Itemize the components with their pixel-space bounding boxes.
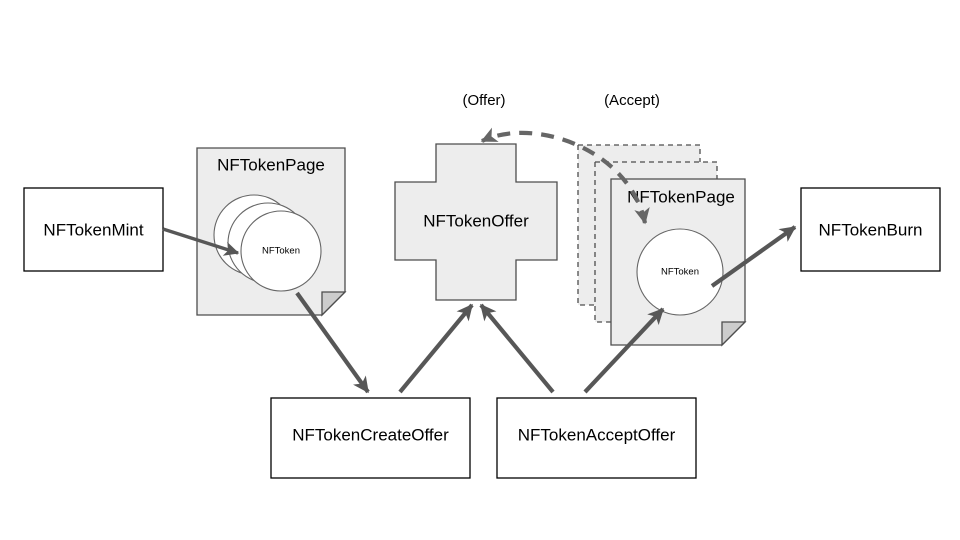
left-token-label: NFToken bbox=[262, 246, 300, 257]
burn-node: NFTokenBurn bbox=[800, 187, 941, 272]
edge-label-accept: (Accept) bbox=[604, 92, 660, 109]
burn-box bbox=[800, 187, 941, 272]
edge-accept-offer-to-offer bbox=[479, 303, 555, 394]
create-offer-box bbox=[270, 397, 471, 479]
accept-offer-label: NFTokenAcceptOffer bbox=[518, 425, 676, 444]
offer-label: NFTokenOffer bbox=[423, 211, 529, 230]
mint-box bbox=[23, 187, 164, 272]
mint-node: NFTokenMint bbox=[23, 187, 164, 272]
edge-accept-offer-to-page bbox=[583, 307, 665, 394]
edge-token-to-burn bbox=[710, 225, 797, 288]
left-page-label: NFTokenPage bbox=[217, 155, 325, 174]
edge-mint-to-token bbox=[162, 227, 240, 256]
offer-node: NFTokenOffer bbox=[394, 143, 558, 301]
burn-label: NFTokenBurn bbox=[819, 220, 923, 239]
page-fold-corner bbox=[321, 291, 347, 317]
left-page: NFTokenPage NFToken bbox=[196, 147, 347, 317]
edge-create-offer-to-offer bbox=[398, 303, 474, 394]
right-page-label: NFTokenPage bbox=[627, 187, 735, 206]
page-fold-corner bbox=[721, 321, 747, 347]
right-token-circle bbox=[636, 228, 724, 316]
mint-label: NFTokenMint bbox=[43, 220, 143, 239]
edge-label-offer: (Offer) bbox=[462, 92, 505, 109]
create-offer-label: NFTokenCreateOffer bbox=[292, 425, 449, 444]
edge-page-to-create-offer bbox=[295, 291, 370, 394]
accept-offer-node: NFTokenAcceptOffer bbox=[496, 397, 697, 479]
left-token-circle-front bbox=[240, 210, 322, 292]
edge-offer-accept-arc bbox=[480, 127, 650, 225]
right-page-front: NFTokenPage NFToken bbox=[610, 178, 747, 347]
right-token-label: NFToken bbox=[661, 267, 699, 278]
right-page-stack: NFTokenPage NFTokenPage NFTokenPage NFTo… bbox=[577, 144, 747, 347]
create-offer-node: NFTokenCreateOffer bbox=[270, 397, 471, 479]
accept-offer-box bbox=[496, 397, 697, 479]
